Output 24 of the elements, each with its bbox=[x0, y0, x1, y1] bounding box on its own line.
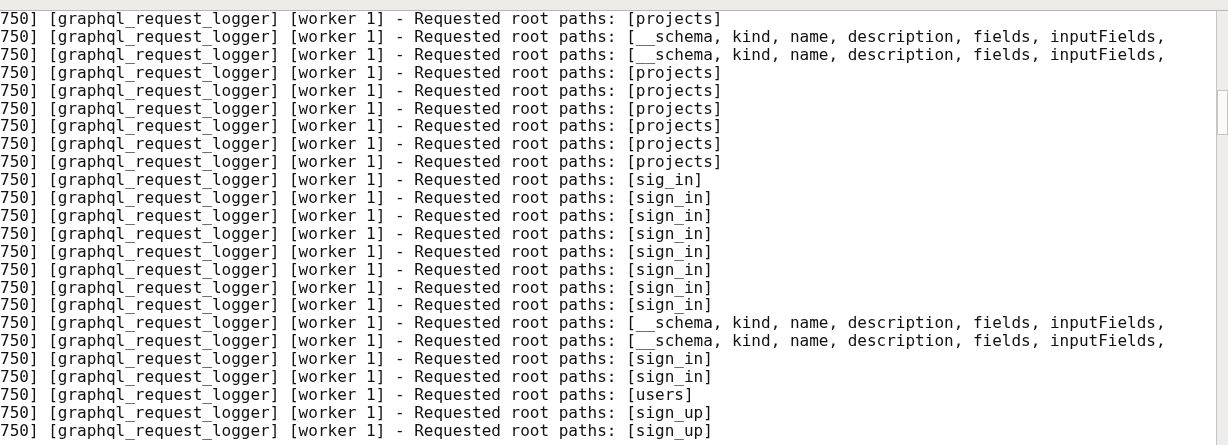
log-line: 750] [graphql_request_logger] [worker 1] - Requested root paths: [projects] bbox=[0, 100, 723, 117]
log-line: 750] [graphql_request_logger] [worker 1] - Requested root paths: [sign_in] bbox=[0, 279, 713, 296]
log-line: 750] [graphql_request_logger] [worker 1] - Requested root paths: [sig_in] bbox=[0, 172, 704, 189]
log-line: 750] [graphql_request_logger] [worker 1] - Requested root paths: [sign_in] bbox=[0, 243, 713, 260]
log-line: 750] [graphql_request_logger] [worker 1] - Requested root paths: [projects] bbox=[0, 82, 723, 99]
log-line: 750] [graphql_request_logger] [worker 1] - Requested root paths: [sign_up] bbox=[0, 422, 713, 439]
log-line: 750] [graphql_request_logger] [worker 1] - Requested root paths: [sign_in] bbox=[0, 190, 713, 206]
log-line: 750] [graphql_request_logger] [worker 1] - Requested root paths: [projects] bbox=[0, 11, 723, 27]
log-line: 750] [graphql_request_logger] [worker 1] - Requested root paths: [__schema, kind, name, description, fields, inputFields, bbox=[0, 333, 1166, 350]
log-line: 750] [graphql_request_logger] [worker 1] - Requested root paths: [projects] bbox=[0, 118, 723, 135]
log-line: 750] [graphql_request_logger] [worker 1] - Requested root paths: [__schema, kind, name, description, fields, inputFields, bbox=[0, 46, 1166, 63]
log-line: 750] [graphql_request_logger] [worker 1] - Requested root paths: [__schema, kind, name, description, fields, inputFields, bbox=[0, 315, 1166, 332]
log-line: 750] [graphql_request_logger] [worker 1] - Requested root paths: [sign_in] bbox=[0, 297, 713, 314]
log-line: 750] [graphql_request_logger] [worker 1] - Requested root paths: [sign_in] bbox=[0, 207, 713, 224]
log-line: 750] [graphql_request_logger] [worker 1] - Requested root paths: [sign_in] bbox=[0, 351, 713, 368]
log-line: 750] [graphql_request_logger] [worker 1] - Requested root paths: [projects] bbox=[0, 64, 723, 81]
log-line: 750] [graphql_request_logger] [worker 1] - Requested root paths: [projects] bbox=[0, 136, 723, 153]
log-line: 750] [graphql_request_logger] [worker 1] - Requested root paths: [projects] bbox=[0, 154, 723, 171]
log-line: 750] [graphql_request_logger] [worker 1] - Requested root paths: [__schema, kind, name, description, fields, inputFields, bbox=[0, 28, 1166, 45]
log-line: 750] [graphql_request_logger] [worker 1] - Requested root paths: [users] bbox=[0, 386, 694, 403]
log-line: 750] [graphql_request_logger] [worker 1] - Requested root paths: [sign_in] bbox=[0, 369, 713, 385]
log-line: 750] [graphql_request_logger] [worker 1] - Requested root paths: [sign_in] bbox=[0, 225, 713, 242]
log-line: 750] [graphql_request_logger] [worker 1] - Requested root paths: [sign_in] bbox=[0, 261, 713, 278]
log-line: 750] [graphql_request_logger] [worker 1] - Requested root paths: [sign_up] bbox=[0, 404, 713, 421]
